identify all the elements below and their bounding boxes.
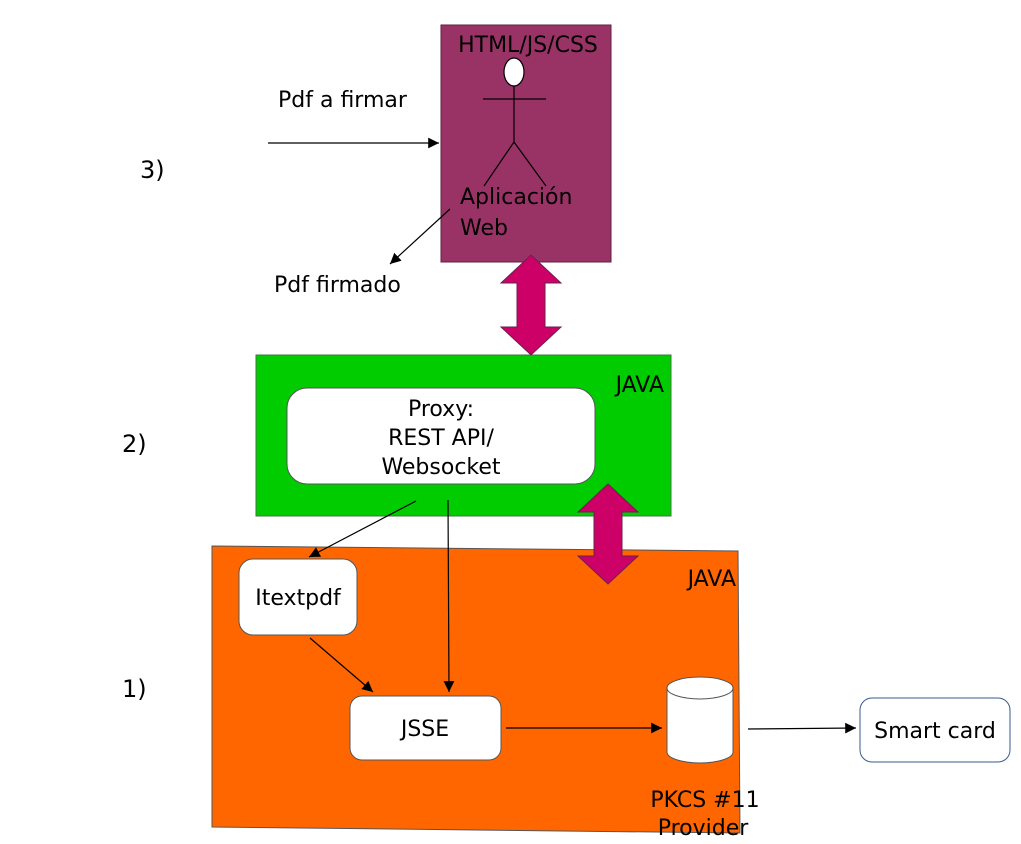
smartcard-node (859, 697, 1011, 763)
actor-label-line1: Aplicación (460, 185, 572, 210)
jsse-node (349, 695, 502, 761)
pkcs-to-smartcard-arrow (747, 722, 857, 734)
output-pdf-label: Pdf firmado (274, 273, 401, 298)
double-arrow-icon (576, 483, 640, 585)
actor-label-line2: Web (460, 216, 508, 241)
output-pdf-arrow (389, 208, 451, 265)
double-arrow-icon (499, 254, 563, 356)
layer-1-label: 1) (122, 675, 147, 703)
cylinder-icon (666, 676, 734, 764)
itextpdf-label: Itextpdf (255, 586, 342, 611)
proxy-line2: REST API/ (388, 426, 494, 451)
input-pdf-label: Pdf a firmar (278, 88, 408, 113)
core-java-tag: JAVA (686, 567, 736, 592)
proxy-to-jsse-arrow (443, 499, 455, 693)
jsse-label: JSSE (399, 717, 449, 742)
layer-2-label: 2) (122, 430, 147, 458)
itextpdf-node (238, 558, 358, 636)
layer-3-label: 3) (140, 156, 165, 184)
smartcard-label: Smart card (874, 719, 996, 744)
web-box-title: HTML/JS/CSS (458, 33, 598, 58)
proxy-line1: Proxy: (408, 397, 474, 422)
itextpdf-to-jsse-arrow (309, 637, 374, 693)
proxy-line3: Websocket (381, 455, 500, 480)
pkcs-line2: Provider (658, 816, 750, 841)
proxy-node (286, 387, 596, 485)
proxy-to-itextpdf-arrow (308, 500, 417, 558)
proxy-java-tag: JAVA (614, 373, 664, 398)
actor-icon (483, 57, 547, 187)
pkcs-line1: PKCS #11 (650, 788, 759, 813)
